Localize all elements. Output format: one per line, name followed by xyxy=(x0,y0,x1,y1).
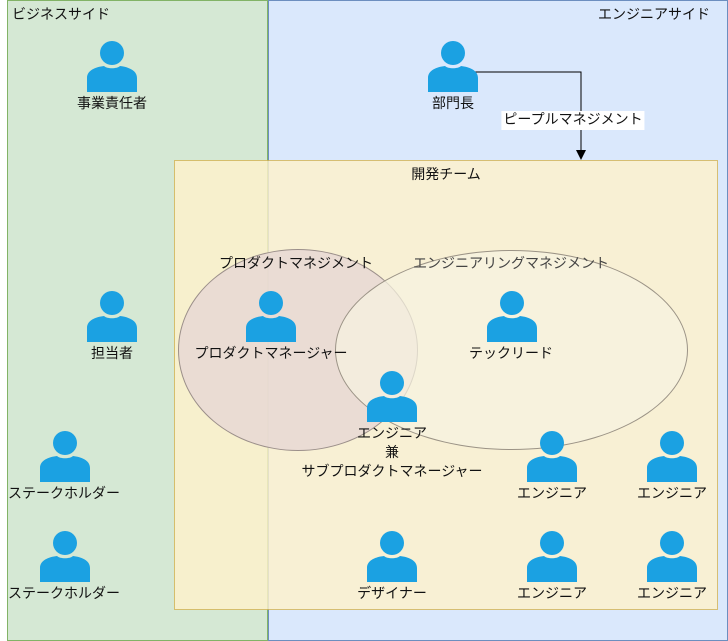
product-manager-person-icon xyxy=(246,290,296,342)
engineer-sub-pm-label-line1: エンジニア xyxy=(357,426,427,442)
person-in-charge-label: 担当者 xyxy=(91,346,133,362)
engineer-sub-pm-label-line2: 兼 xyxy=(385,445,399,461)
business-owner-person-icon xyxy=(87,40,137,92)
stakeholder-2-label: ステークホルダー xyxy=(8,586,120,602)
person-in-charge-person-icon xyxy=(87,290,137,342)
business-owner-label: 事業責任者 xyxy=(77,96,147,112)
engineer-4-person-icon xyxy=(647,530,697,582)
engineering-side-label: エンジニアサイド xyxy=(598,7,710,23)
engineer-3-label: エンジニア xyxy=(517,586,587,602)
tech-lead-person-icon xyxy=(487,290,537,342)
tech-lead-label: テックリード xyxy=(469,346,553,362)
engineer-3-person-icon xyxy=(527,530,577,582)
engineer-sub-pm-person-icon xyxy=(367,370,417,422)
engineer-2-label: エンジニア xyxy=(637,486,707,502)
department-head-label: 部門長 xyxy=(432,96,474,112)
stakeholder-1-person-icon xyxy=(40,430,90,482)
designer-label: デザイナー xyxy=(357,586,427,602)
dev-team-label: 開発チーム xyxy=(411,167,481,183)
business-side-label: ビジネスサイド xyxy=(12,7,110,23)
engineer-2-person-icon xyxy=(647,430,697,482)
engineer-1-person-icon xyxy=(527,430,577,482)
people-management-label: ピープルマネジメント xyxy=(501,111,645,130)
product-management-label: プロダクトマネジメント xyxy=(219,256,373,272)
department-head-person-icon xyxy=(428,40,478,92)
product-manager-label: プロダクトマネージャー xyxy=(194,346,348,362)
engineer-4-label: エンジニア xyxy=(637,586,707,602)
engineering-management-label: エンジニアリングマネジメント xyxy=(413,256,609,272)
stakeholder-2-person-icon xyxy=(40,530,90,582)
stakeholder-1-label: ステークホルダー xyxy=(8,486,120,502)
engineer-sub-pm-label-line3: サブプロダクトマネージャー xyxy=(301,464,483,480)
designer-person-icon xyxy=(367,530,417,582)
engineer-1-label: エンジニア xyxy=(517,486,587,502)
